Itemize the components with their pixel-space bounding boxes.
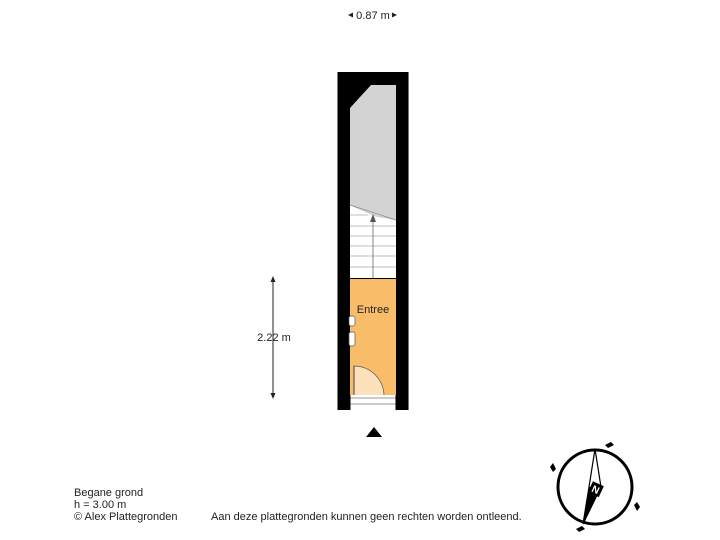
compass-tick-4 (576, 526, 585, 532)
disclaimer: Aan deze plattegronden kunnen geen recht… (211, 511, 522, 523)
staircase (349, 204, 397, 278)
door-swing-arc (353, 365, 385, 397)
floor-info: Begane grond h = 3.00 m © Alex Plattegro… (74, 487, 178, 523)
room-entree: Entree (348, 279, 396, 397)
floor-name: Begane grond (74, 487, 144, 499)
height-dimension-label: 2.22 m (257, 332, 291, 344)
stairwell-void (350, 85, 396, 220)
width-dimension-label: 0.87 m (356, 10, 390, 22)
height-arrow-top (270, 276, 276, 282)
compass-tick-1 (605, 442, 614, 448)
width-dimension: 0.87 m (348, 10, 397, 22)
compass-tick-3 (634, 502, 640, 511)
meter-box-2 (348, 331, 356, 347)
width-arrow-right (392, 12, 397, 18)
front-door-opening (349, 395, 397, 410)
compass-tick-2 (550, 463, 556, 472)
copyright: © Alex Plattegronden (74, 511, 178, 523)
stair-direction-arrow (370, 214, 376, 222)
compass: N (550, 442, 640, 532)
width-arrow-left (348, 12, 353, 18)
room-label-entree: Entree (357, 304, 389, 316)
height-dimension: 2.22 m (257, 276, 291, 399)
floor-height: h = 3.00 m (74, 499, 127, 511)
compass-north-label: N (590, 484, 601, 497)
entrance-marker-icon (366, 427, 382, 437)
height-arrow-bottom (270, 393, 276, 399)
meter-box-1 (348, 315, 356, 327)
compass-needle-fill (583, 487, 601, 524)
